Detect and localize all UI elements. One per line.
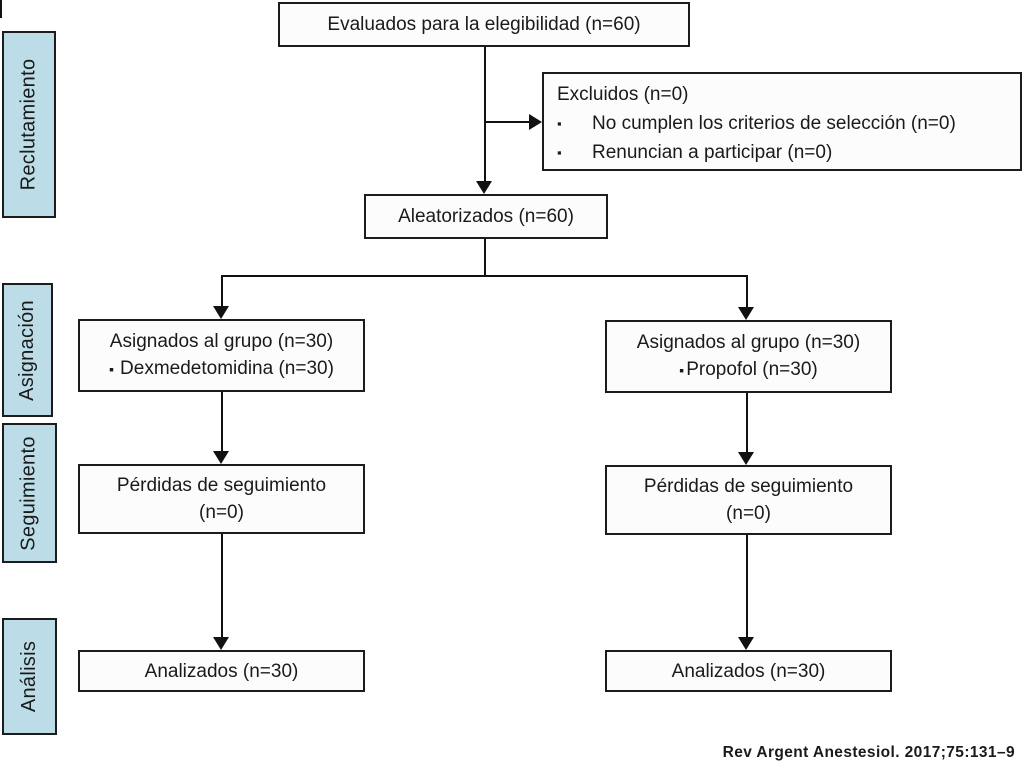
stage-label-assignment-text: Asignación <box>16 299 38 401</box>
box-analyzed-propofol: Analizados (n=30) <box>605 650 892 692</box>
box-excluded-item-1-text: No cumplen los criterios de selección (n… <box>592 113 956 134</box>
box-excluded-item-1: ▪ No cumplen los criterios de selección … <box>557 109 956 138</box>
connector-randomized-to-split <box>484 239 486 277</box>
journal-citation: Rev Argent Anestesiol. 2017;75:131–9 <box>722 744 1015 761</box>
stage-label-analysis-text: Análisis <box>18 640 41 713</box>
arrowhead-right-excluded <box>529 114 542 130</box>
arrowhead-down-randomized <box>476 181 492 194</box>
connector-split-to-assigned-prop <box>746 275 748 309</box>
box-eligibility-text: Evaluados para la elegibilidad (n=60) <box>327 14 641 35</box>
connector-lost-to-analyzed-prop <box>746 535 748 638</box>
box-assigned-dexmedetomidina: Asignados al grupo (n=30) ▪ Dexmedetomid… <box>78 319 365 392</box>
square-bullet-icon: ▪ <box>557 116 562 131</box>
box-lost-followup-propofol: Pérdidas de seguimiento (n=0) <box>605 465 892 535</box>
box-analyzed-prop-text: Analizados (n=30) <box>671 660 826 682</box>
arrowhead-down-analyzed-prop <box>738 637 754 650</box>
stage-label-followup-text: Seguimiento <box>18 435 41 551</box>
box-analyzed-dexmedetomidina: Analizados (n=30) <box>78 650 365 692</box>
square-bullet-icon: ▪ <box>109 361 115 377</box>
stage-label-analysis: Análisis <box>2 618 57 735</box>
arrowhead-down-analyzed-dex <box>213 637 229 650</box>
connector-split-to-assigned-dex <box>221 275 223 308</box>
box-randomized-text: Aleatorizados (n=60) <box>398 206 574 227</box>
arrowhead-down-assigned-prop <box>738 307 754 320</box>
arrowhead-down-assigned-dex <box>213 306 229 319</box>
box-assigned-dex-line1: Asignados al grupo (n=30) <box>109 331 334 352</box>
left-edge-line <box>0 0 2 18</box>
box-assigned-prop-line1: Asignados al grupo (n=30) <box>636 332 861 353</box>
stage-label-recruitment-text: Reclutamiento <box>17 58 40 191</box>
box-randomized: Aleatorizados (n=60) <box>364 194 608 239</box>
stage-label-assignment: Asignación <box>2 283 53 417</box>
box-assigned-propofol: Asignados al grupo (n=30) ▪ Propofol (n=… <box>605 320 892 393</box>
box-excluded-item-2: ▪ Renuncian a participar (n=0) <box>557 138 832 167</box>
arrowhead-down-lost-prop <box>738 452 754 465</box>
connector-eligibility-to-randomized <box>484 47 486 182</box>
square-bullet-icon: ▪ <box>557 145 562 160</box>
box-assigned-prop-line2: ▪ Propofol (n=30) <box>679 356 817 384</box>
box-assigned-prop-line2-text: Propofol (n=30) <box>686 359 818 380</box>
connector-split-horizontal <box>221 275 748 277</box>
box-excluded-title: Excluidos (n=0) <box>557 84 689 105</box>
box-eligibility: Evaluados para la elegibilidad (n=60) <box>278 2 690 47</box>
box-assigned-dex-line2: ▪ Dexmedetomidina (n=30) <box>109 355 334 383</box>
box-excluded-item-2-text: Renuncian a participar (n=0) <box>592 142 833 163</box>
box-lost-dex-line2: (n=0) <box>199 502 244 523</box>
connector-assigned-to-lost-dex <box>221 392 223 453</box>
connector-assigned-to-lost-prop <box>746 393 748 453</box>
connector-to-excluded <box>485 121 530 123</box>
box-lost-dex-line1: Pérdidas de seguimiento <box>116 475 327 496</box>
stage-label-followup: Seguimiento <box>2 423 57 563</box>
box-analyzed-dex-text: Analizados (n=30) <box>144 660 299 682</box>
box-lost-prop-line2: (n=0) <box>726 503 771 524</box>
arrowhead-down-lost-dex <box>213 451 229 464</box>
stage-label-recruitment: Reclutamiento <box>2 31 56 218</box>
box-lost-followup-dexmedetomidina: Pérdidas de seguimiento (n=0) <box>78 464 365 534</box>
box-lost-prop-line1: Pérdidas de seguimiento <box>643 476 854 497</box>
connector-lost-to-analyzed-dex <box>221 534 223 638</box>
box-assigned-dex-line2-text: Dexmedetomidina (n=30) <box>120 358 334 379</box>
box-excluded: Excluidos (n=0) ▪ No cumplen los criteri… <box>542 72 1022 171</box>
square-bullet-icon: ▪ <box>679 362 685 378</box>
